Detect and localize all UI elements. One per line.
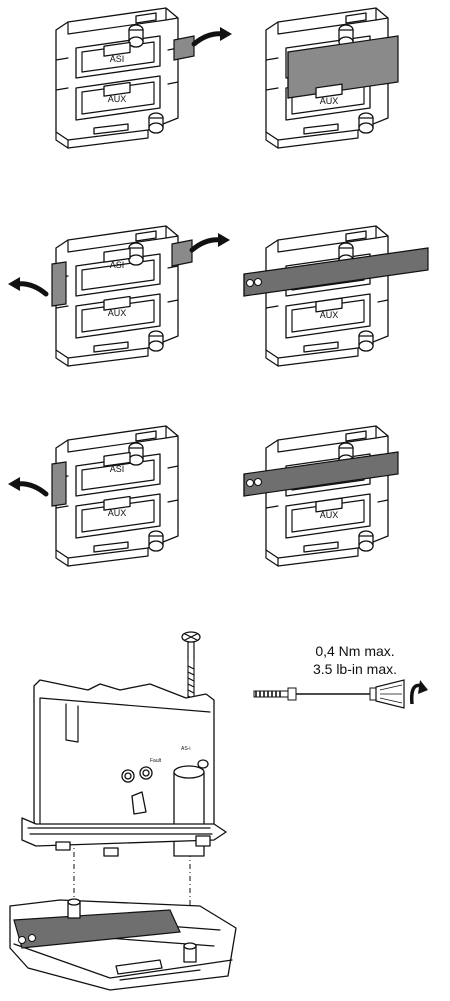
label-asi: ASI — [110, 464, 125, 474]
panel-3: ASI AUX — [8, 225, 230, 367]
asi-tag — [103, 247, 131, 263]
module-base — [9, 898, 237, 991]
aux-tag — [103, 81, 131, 97]
label-aux: AUX — [108, 94, 127, 104]
aux-tag — [103, 495, 131, 511]
panel-6: AUX — [243, 425, 399, 567]
label-asi: ASI — [110, 54, 125, 64]
module-body: Fault AS-i — [21, 679, 227, 857]
torque-spec: 0,4 Nm max. 3.5 lb-in max. — [313, 643, 397, 677]
fault-label: Fault — [150, 758, 162, 764]
aux-tag — [315, 497, 343, 513]
label-aux: AUX — [320, 96, 339, 106]
label-aux: AUX — [108, 308, 127, 318]
rotation-arrow-icon — [409, 680, 428, 705]
label-asi: ASI — [110, 260, 125, 270]
label-aux: AUX — [320, 510, 339, 520]
torque-metric: 0,4 Nm max. — [315, 643, 394, 659]
cover-flap — [173, 35, 195, 61]
panel-4: AUX — [243, 225, 429, 367]
asi-module-label: AS-i — [181, 746, 190, 752]
cover-flap-right — [171, 239, 193, 267]
label-aux: AUX — [108, 508, 127, 518]
arrow-out-icon — [192, 233, 230, 250]
torque-imperial: 3.5 lb-in max. — [313, 661, 397, 677]
arrow-out-icon — [8, 477, 46, 494]
cover-flap-left — [51, 461, 67, 507]
aux-tag — [315, 297, 343, 313]
asi-tag — [103, 451, 131, 467]
asi-tag — [103, 41, 131, 57]
screwdriver-icon — [253, 679, 405, 709]
panel-2: AUX — [265, 7, 399, 149]
aux-tag — [103, 295, 131, 311]
label-aux: AUX — [320, 310, 339, 320]
panel-1: ASI AUX — [55, 7, 232, 149]
arrow-out-icon — [8, 277, 46, 294]
arrow-out-icon — [194, 27, 232, 44]
panel-5: ASI AUX — [8, 425, 179, 567]
cover-flap-left — [51, 261, 67, 307]
aux-tag — [315, 83, 343, 99]
